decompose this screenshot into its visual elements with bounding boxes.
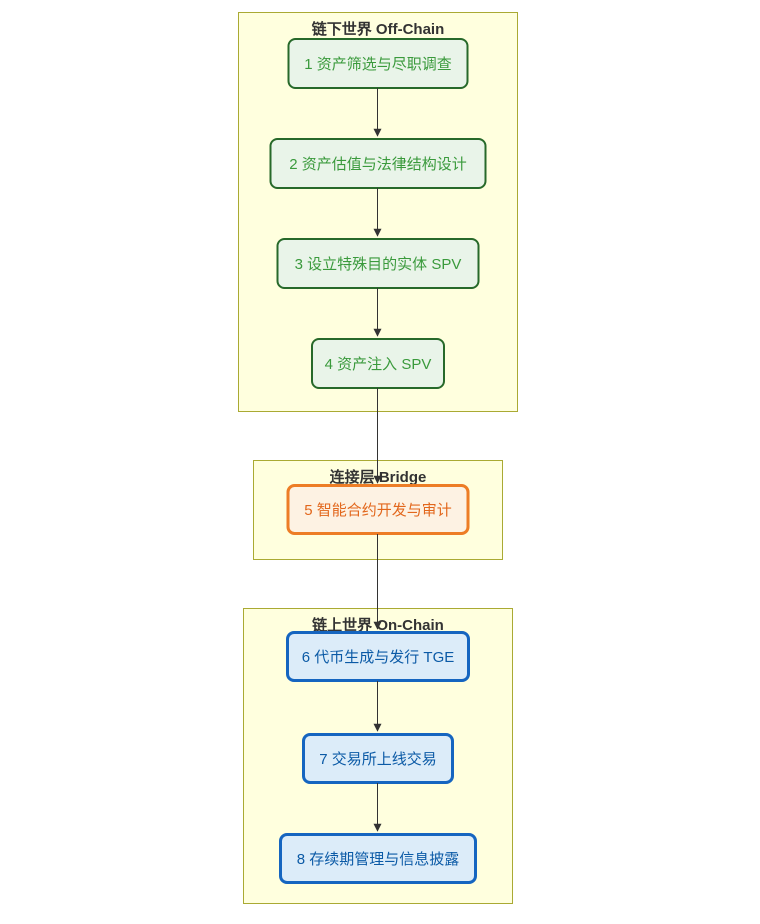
flow-node-6-token-generation: 6 代币生成与发行 TGE	[286, 631, 470, 682]
flow-node-8-ongoing-management: 8 存续期管理与信息披露	[279, 833, 477, 884]
cluster-on-chain: 链上世界 On-Chain 6 代币生成与发行 TGE 7 交易所上线交易 8 …	[243, 608, 513, 904]
cluster-off-chain: 链下世界 Off-Chain 1 资产筛选与尽职调查 2 资产估值与法律结构设计…	[238, 12, 518, 412]
flow-node-4-asset-injection: 4 资产注入 SPV	[311, 338, 445, 389]
flow-node-2-valuation-legal: 2 资产估值与法律结构设计	[269, 138, 487, 189]
cluster-bridge: 连接层 Bridge 5 智能合约开发与审计	[253, 460, 503, 560]
flow-node-5-smart-contract-audit: 5 智能合约开发与审计	[286, 484, 470, 535]
cluster-off-chain-title: 链下世界 Off-Chain	[311, 21, 445, 38]
flow-node-1-asset-screening: 1 资产筛选与尽职调查	[287, 38, 469, 89]
flow-node-3-spv-setup: 3 设立特殊目的实体 SPV	[276, 238, 480, 289]
flow-node-7-exchange-listing: 7 交易所上线交易	[302, 733, 454, 784]
